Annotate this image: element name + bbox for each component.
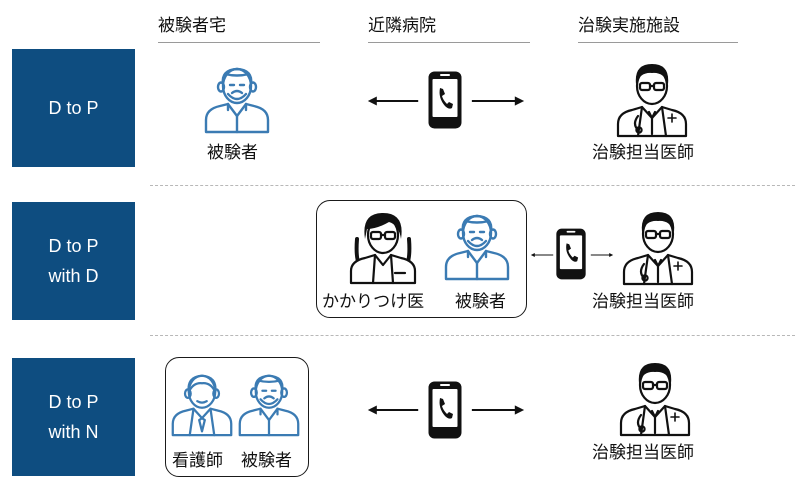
caption-trial-doctor: 治験担当医師 [592, 292, 694, 312]
row-divider [150, 185, 795, 186]
arrow-left-icon [530, 249, 554, 261]
elderly-patient-icon [442, 211, 512, 281]
doctor-icon [618, 206, 698, 286]
caption-patient: 被験者 [455, 292, 506, 312]
column-header-patient-home: 被験者宅 [158, 12, 320, 43]
column-header-trial-site: 治験実施施設 [578, 12, 738, 43]
smartphone-icon [427, 70, 463, 130]
doctor-icon [612, 58, 692, 138]
elderly-patient-icon [236, 369, 302, 439]
arrow-right-icon [470, 404, 526, 416]
family-doctor-patient-group [316, 200, 527, 318]
caption-patient: 被験者 [207, 143, 258, 163]
row-label-d-to-p: D to P [12, 49, 135, 167]
arrow-right-icon [470, 95, 526, 107]
row-label-d-to-p-with-n: D to P with N [12, 358, 135, 476]
column-header-nearby-hospital: 近隣病院 [368, 12, 530, 43]
arrow-right-icon [590, 249, 614, 261]
row-label-line2: with D [48, 266, 99, 286]
female-doctor-icon [343, 205, 423, 285]
row-divider [150, 335, 795, 336]
caption-nurse: 看護師 [172, 451, 223, 471]
elderly-patient-icon [202, 64, 272, 134]
row-label-line1: D to P [48, 98, 99, 118]
caption-trial-doctor: 治験担当医師 [592, 143, 694, 163]
caption-trial-doctor: 治験担当医師 [592, 443, 694, 463]
arrow-left-icon [366, 95, 420, 107]
row-label-line1: D to P [48, 236, 99, 256]
doctor-icon [615, 357, 695, 437]
row-label-line2: with N [48, 422, 99, 442]
nurse-icon [169, 369, 235, 439]
arrow-left-icon [366, 404, 420, 416]
nurse-patient-group [165, 357, 309, 477]
row-label-line1: D to P [48, 392, 99, 412]
smartphone-icon [427, 380, 463, 440]
caption-family-doctor: かかりつけ医 [322, 292, 425, 312]
caption-patient: 被験者 [241, 451, 292, 471]
smartphone-icon [555, 226, 587, 282]
row-label-d-to-p-with-d: D to P with D [12, 202, 135, 320]
